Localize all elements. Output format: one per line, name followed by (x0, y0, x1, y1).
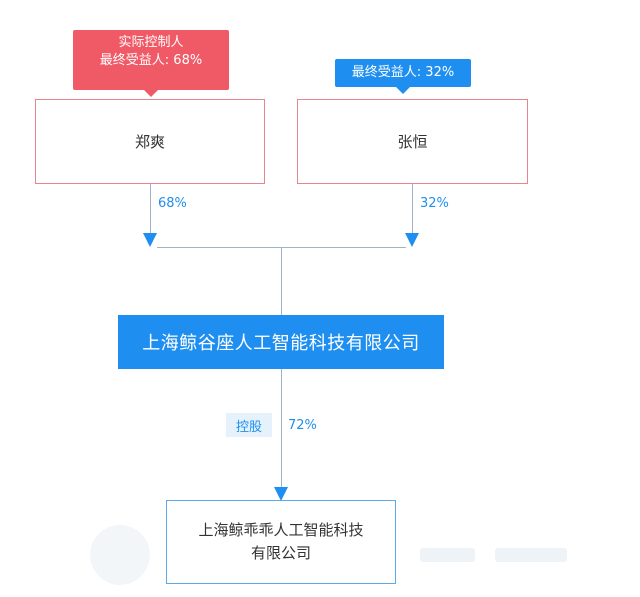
share-percent-label: 68% (158, 196, 187, 211)
holding-percent-label: 72% (288, 418, 317, 433)
arrow-down-icon (274, 487, 288, 501)
actual-controller-label: 实际控制人 (118, 35, 184, 50)
company-name: 上海鲸谷座人工智能科技有限公司 (142, 333, 420, 354)
watermark-fragment (420, 548, 475, 562)
controller-beneficiary-share: 最终受益人: 68% (99, 53, 203, 68)
beneficiary-share: 最终受益人: 32% (351, 65, 455, 80)
watermark-fragment (90, 525, 150, 585)
company-name-line2: 有限公司 (250, 544, 311, 562)
watermark-fragment (495, 548, 567, 562)
arrow-down-icon (405, 233, 419, 247)
connector-line (150, 184, 151, 235)
shareholder-node-zhang-heng[interactable]: 张恒 (297, 99, 528, 184)
shareholder-node-zheng-shuang[interactable]: 郑爽 (35, 99, 265, 184)
badge-pointer (396, 87, 410, 94)
shareholder-name: 张恒 (397, 133, 428, 151)
badge-pointer (144, 90, 158, 97)
beneficiary-badge: 最终受益人: 32% (335, 59, 471, 94)
shareholder-name: 郑爽 (134, 133, 165, 151)
company-name-line1: 上海鲸乖乖人工智能科技 (198, 521, 364, 539)
arrow-down-icon (143, 233, 157, 247)
holding-tag: 控股 (226, 413, 272, 437)
actual-controller-badge: 实际控制人 最终受益人: 68% (73, 30, 229, 97)
connector-line (281, 247, 282, 315)
connector-line (412, 184, 413, 235)
connector-line (281, 369, 282, 489)
share-percent-label: 32% (420, 196, 449, 211)
company-node-main[interactable]: 上海鲸谷座人工智能科技有限公司 (118, 315, 444, 369)
company-node-subsidiary[interactable]: 上海鲸乖乖人工智能科技 有限公司 (166, 500, 396, 584)
